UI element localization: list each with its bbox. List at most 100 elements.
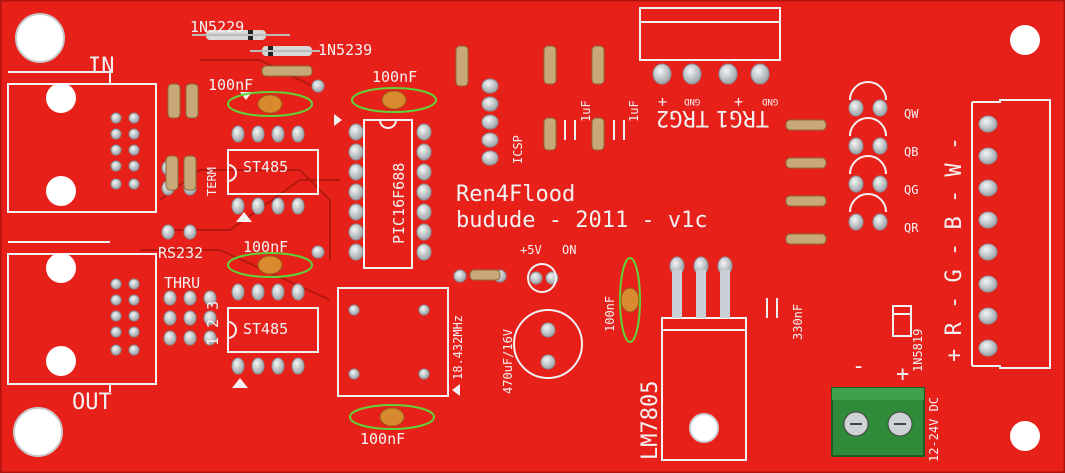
capacitor-body: [379, 407, 405, 427]
copper-traces: [140, 59, 340, 301]
solder-pad: [311, 79, 325, 93]
label-plus: +: [734, 93, 744, 111]
highlight-oval: [227, 91, 313, 117]
solder-pad: [291, 283, 305, 301]
solder-pad: [251, 197, 265, 215]
label-st485-bottom: ST485: [243, 320, 289, 338]
rgbw-connector: [971, 99, 1051, 369]
label-crystal: 18.432MHz: [451, 314, 465, 380]
resistor-body: [185, 83, 199, 119]
resistor-body: [183, 155, 197, 191]
solder-pad: [271, 197, 285, 215]
label-qr: QR: [904, 221, 919, 235]
solder-pad: [453, 269, 467, 283]
resistor-body: [469, 269, 501, 281]
solder-pad: [348, 163, 364, 181]
label-gnd: GND: [762, 96, 779, 106]
solder-pad: [183, 224, 197, 240]
solder-pad: [110, 294, 122, 306]
diode-1n5819: [892, 305, 912, 337]
solder-pad: [416, 123, 432, 141]
rj45-connector-out: [7, 241, 157, 392]
highlight-oval: [227, 252, 313, 278]
solder-pad: [271, 125, 285, 143]
solder-pad: [291, 125, 305, 143]
solder-pad: [481, 150, 499, 166]
ic-st485-top: [227, 149, 319, 195]
resistor-body: [785, 157, 827, 169]
label-qg: QG: [904, 183, 919, 197]
solder-pad: [110, 160, 122, 172]
solder-pad: [203, 290, 217, 306]
solder-pad: [978, 211, 998, 229]
solder-pad: [110, 310, 122, 322]
solder-pad: [416, 243, 432, 261]
solder-pad: [652, 63, 672, 85]
solder-pad: [291, 357, 305, 375]
solder-pad: [110, 278, 122, 290]
solder-pad: [128, 160, 140, 172]
solder-pad: [848, 99, 864, 117]
solder-pad: [529, 271, 543, 285]
resistor-body: [165, 155, 179, 191]
solder-pad: [271, 357, 285, 375]
label-dc-input: 12-24V DC: [927, 396, 941, 462]
dc-terminal-block: [831, 387, 925, 457]
solder-pad: [540, 354, 556, 370]
solder-pad: [416, 183, 432, 201]
solder-pad: [872, 99, 888, 117]
solder-pad: [978, 147, 998, 165]
label-minus: -: [852, 354, 866, 379]
solder-pad: [110, 112, 122, 124]
ceramic-capacitors: [227, 87, 641, 430]
solder-pad: [183, 330, 197, 346]
solder-pad: [110, 178, 122, 190]
solder-pad: [750, 63, 770, 85]
solder-pad: [203, 330, 217, 346]
board-author-version: budude - 2011 - v1c: [456, 208, 708, 233]
solder-pad: [231, 357, 245, 375]
rj45-connector-in: [7, 71, 157, 213]
label-plus: +: [896, 362, 910, 387]
label-thru: THRU: [164, 274, 201, 292]
power-led: [527, 263, 557, 293]
solder-pad: [978, 179, 998, 197]
label-cap-100nf: 100nF: [360, 430, 406, 448]
solder-pad: [251, 125, 265, 143]
label-lm7805: LM7805: [638, 380, 663, 460]
solder-pad: [848, 213, 864, 231]
solder-pad: [348, 223, 364, 241]
solder-pad: [271, 283, 285, 301]
resistor-body: [785, 195, 827, 207]
mounting-hole: [1010, 25, 1040, 55]
mounting-hole: [15, 13, 65, 63]
solder-pad: [718, 63, 738, 85]
solder-pad: [978, 339, 998, 357]
solder-pad: [481, 78, 499, 94]
label-pic16f688: PIC16F688: [390, 162, 408, 244]
label-1n5229: 1N5229: [190, 18, 245, 36]
solder-pad: [416, 163, 432, 181]
status-leds: [849, 81, 887, 213]
solder-pad: [128, 178, 140, 190]
capacitor-body: [257, 255, 283, 275]
solder-pad: [110, 144, 122, 156]
resistors: [165, 45, 827, 281]
solder-pad: [128, 112, 140, 124]
zener-diodes: [192, 30, 320, 56]
capacitor-body: [381, 90, 407, 110]
solder-pad: [978, 307, 998, 325]
solder-pad: [416, 143, 432, 161]
resistor-body: [455, 45, 469, 87]
label-gnd: GND: [684, 96, 701, 106]
solder-pad: [311, 245, 325, 259]
solder-pad: [481, 96, 499, 112]
solder-pad: [978, 275, 998, 293]
solder-pad: [128, 144, 140, 156]
solder-pad: [348, 183, 364, 201]
label-1uf: 1uF: [579, 100, 593, 122]
solder-pad: [183, 290, 197, 306]
solder-pad: [418, 304, 430, 316]
solder-pad: [251, 283, 265, 301]
